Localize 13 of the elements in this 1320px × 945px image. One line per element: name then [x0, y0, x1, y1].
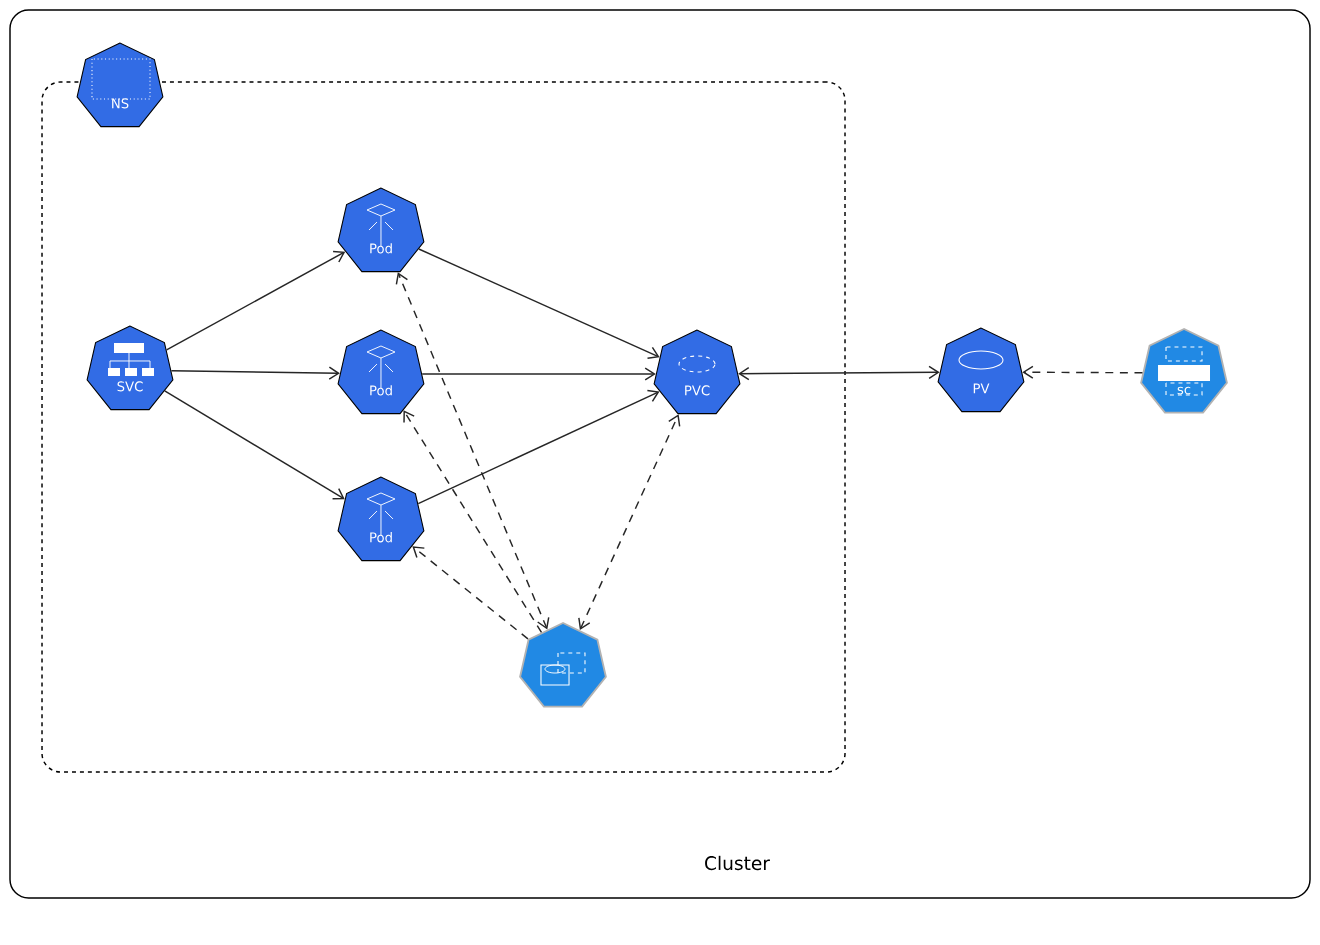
arrow [165, 250, 346, 351]
arrow [738, 365, 940, 381]
arrow [421, 367, 656, 381]
arrow [418, 248, 660, 360]
arrow [395, 272, 550, 630]
namespace-box [41, 81, 846, 773]
arrow [1022, 365, 1144, 379]
arrow [578, 414, 681, 631]
arrow [412, 546, 529, 640]
arrow [170, 366, 340, 380]
arrow [403, 410, 543, 634]
arrow [164, 390, 345, 500]
arrow [417, 389, 660, 505]
